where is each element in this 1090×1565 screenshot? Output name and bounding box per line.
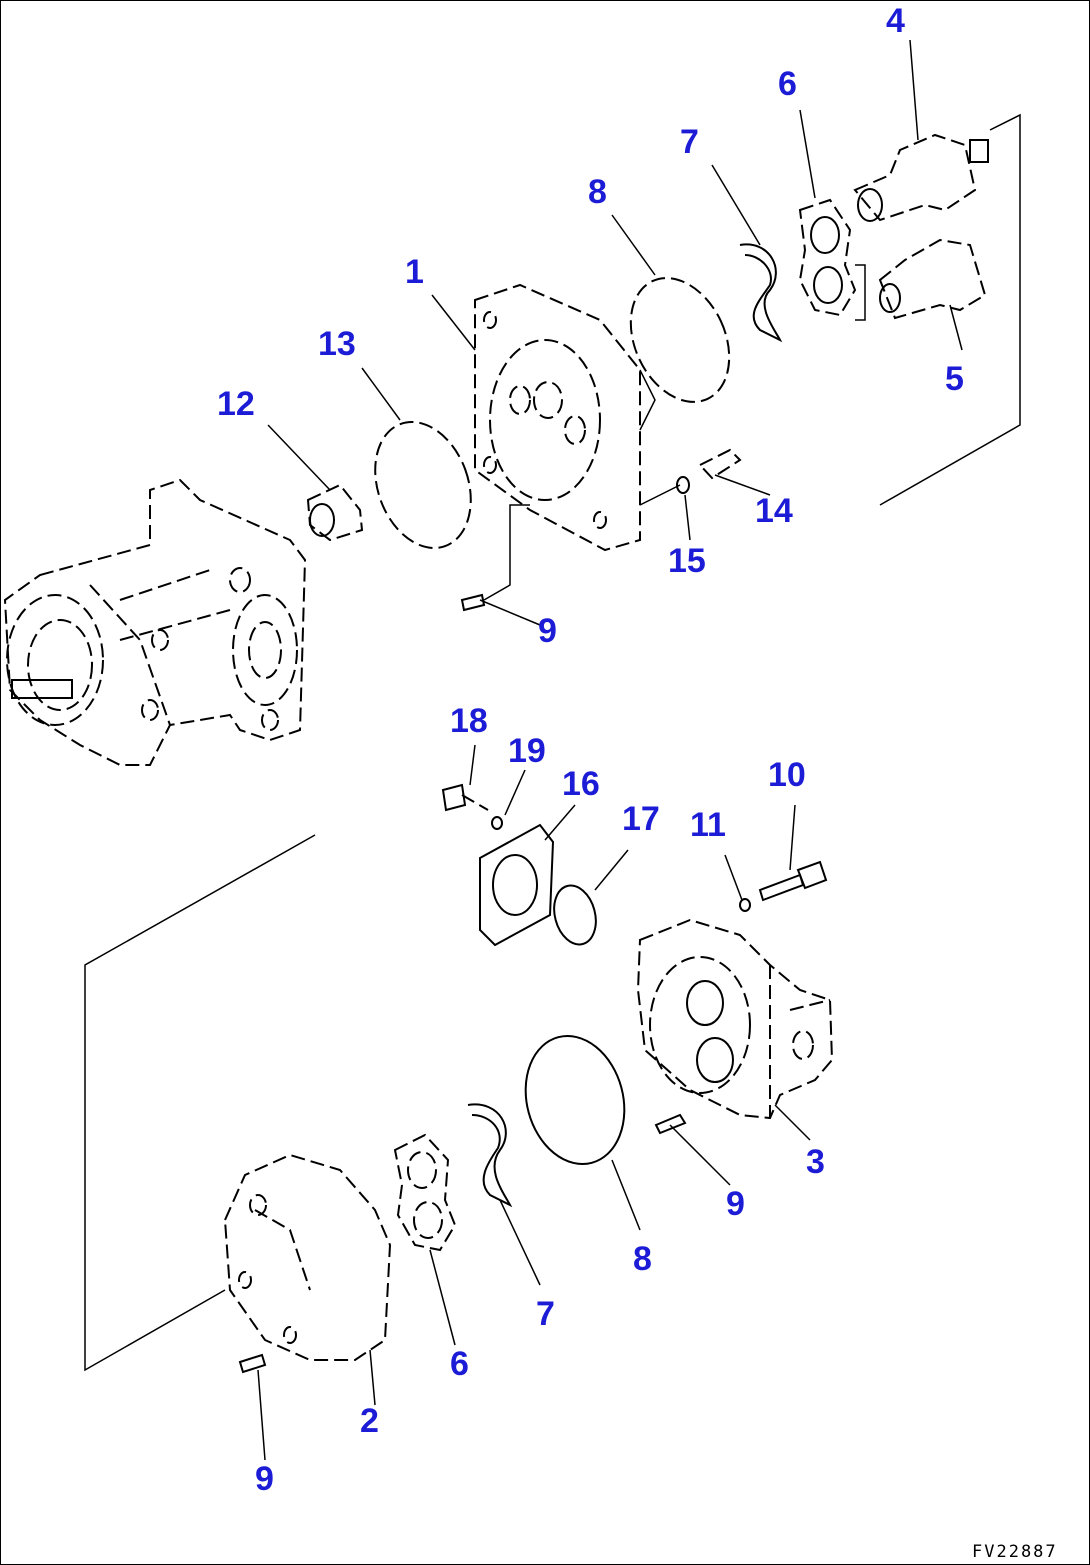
label-part-15: 15 — [668, 542, 706, 580]
part-17-o-ring — [553, 849, 629, 946]
label-part-8-lower: 8 — [633, 1240, 652, 1278]
label-part-9-lower: 9 — [255, 1460, 274, 1498]
part-16-flange — [479, 804, 576, 947]
part-10-bolt — [758, 804, 828, 902]
part-15-washer — [639, 476, 691, 541]
label-part-4: 4 — [886, 2, 905, 40]
part-12-bushing — [267, 424, 364, 542]
part-8-o-ring-upper — [611, 214, 731, 403]
part-8-o-ring-lower — [524, 1034, 641, 1231]
label-part-2: 2 — [360, 1402, 379, 1440]
label-part-19: 19 — [508, 732, 546, 770]
part-9-pin-upper — [460, 504, 541, 626]
drawing-code: FV22887 — [972, 1542, 1058, 1562]
part-3-cover — [636, 918, 834, 1141]
label-part-17: 17 — [622, 800, 660, 838]
part-18-bolt — [441, 744, 489, 812]
part-4-drive-gear — [853, 39, 989, 222]
part-1-housing — [431, 283, 656, 552]
label-part-5: 5 — [945, 360, 964, 398]
label-part-11: 11 — [690, 806, 726, 844]
label-part-10: 10 — [768, 756, 806, 794]
part-9-pin-lower — [238, 1353, 267, 1461]
part-7-snap-ring-lower — [467, 1103, 541, 1286]
label-part-9-middle: 9 — [726, 1185, 745, 1223]
label-part-18: 18 — [450, 702, 488, 740]
part-6-plate-upper — [798, 109, 857, 317]
part-11-washer — [724, 854, 751, 912]
label-part-13: 13 — [318, 325, 356, 363]
part-19-washer — [491, 769, 526, 830]
label-part-6-lower: 6 — [450, 1345, 469, 1383]
label-part-16: 16 — [562, 765, 600, 803]
label-part-14: 14 — [755, 492, 793, 530]
pump-body — [3, 478, 307, 766]
label-part-12: 12 — [217, 385, 255, 423]
label-part-6-upper: 6 — [778, 65, 797, 103]
part-13-o-ring — [361, 367, 472, 549]
label-part-3: 3 — [806, 1143, 825, 1181]
label-part-7-lower: 7 — [536, 1295, 555, 1333]
part-14-plug — [698, 448, 771, 496]
part-7-snap-ring-upper — [711, 164, 783, 343]
label-part-9-upper: 9 — [538, 612, 557, 650]
label-part-8-upper: 8 — [588, 173, 607, 211]
part-6-plate-lower — [393, 1133, 457, 1346]
label-part-1: 1 — [405, 253, 424, 291]
part-9-pin-middle — [654, 1113, 731, 1186]
label-part-7-upper: 7 — [680, 123, 699, 161]
part-5-driven-gear — [878, 238, 987, 351]
part-2-housing — [223, 1153, 392, 1406]
